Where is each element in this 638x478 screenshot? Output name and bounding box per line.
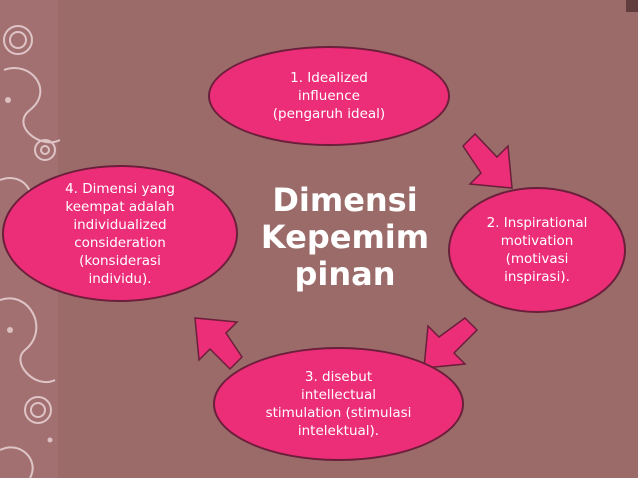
arrow-3-to-4	[194, 317, 243, 371]
node-individualized-consideration: 4. Dimensi yang keempat adalah individua…	[2, 165, 238, 302]
node-label: 2. Inspirational motivation (motivasi in…	[486, 215, 588, 285]
node-inspirational-motivation: 2. Inspirational motivation (motivasi in…	[448, 187, 626, 313]
node-label: 4. Dimensi yang keempat adalah individua…	[65, 180, 175, 287]
node-label: 3. disebut intellectual stimulation (sti…	[265, 369, 412, 439]
node-idealized-influence: 1. Idealized influence (pengaruh ideal)	[208, 46, 450, 146]
node-label: 1. Idealized influence (pengaruh ideal)	[272, 70, 386, 122]
arrow-1-to-2	[462, 132, 513, 189]
node-intellectual-stimulation: 3. disebut intellectual stimulation (sti…	[213, 347, 464, 461]
arrow-2-to-3	[423, 317, 479, 369]
center-title: Dimensi Kepemim pinan	[260, 181, 430, 293]
